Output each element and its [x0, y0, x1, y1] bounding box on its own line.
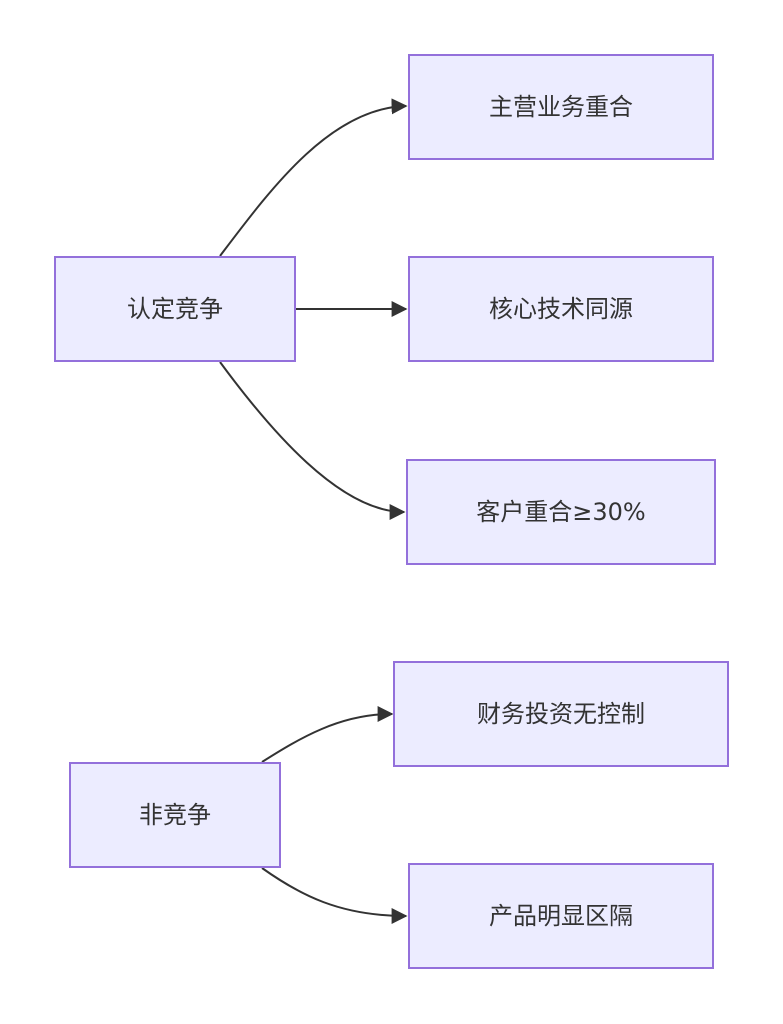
- edge-fjz-n1: [261, 706, 394, 763]
- node-fjz: 非竞争: [69, 762, 281, 868]
- edge-rd-c3: [219, 361, 406, 520]
- edge-rd-c1: [219, 98, 408, 257]
- node-rd: 认定竞争: [54, 256, 296, 362]
- node-c3: 客户重合≥30%: [406, 459, 716, 565]
- node-n1: 财务投资无控制: [393, 661, 729, 767]
- node-c2-label: 核心技术同源: [489, 295, 633, 323]
- node-n1-label: 财务投资无控制: [477, 700, 645, 728]
- node-c1: 主营业务重合: [408, 54, 714, 160]
- node-fjz-label: 非竞争: [139, 801, 211, 829]
- edge-fjz-n2: [261, 867, 408, 924]
- node-n2: 产品明显区隔: [408, 863, 714, 969]
- node-n2-label: 产品明显区隔: [489, 902, 633, 930]
- node-c1-label: 主营业务重合: [489, 93, 633, 121]
- node-c2: 核心技术同源: [408, 256, 714, 362]
- node-c3-label: 客户重合≥30%: [476, 498, 646, 526]
- node-rd-label: 认定竞争: [127, 295, 223, 323]
